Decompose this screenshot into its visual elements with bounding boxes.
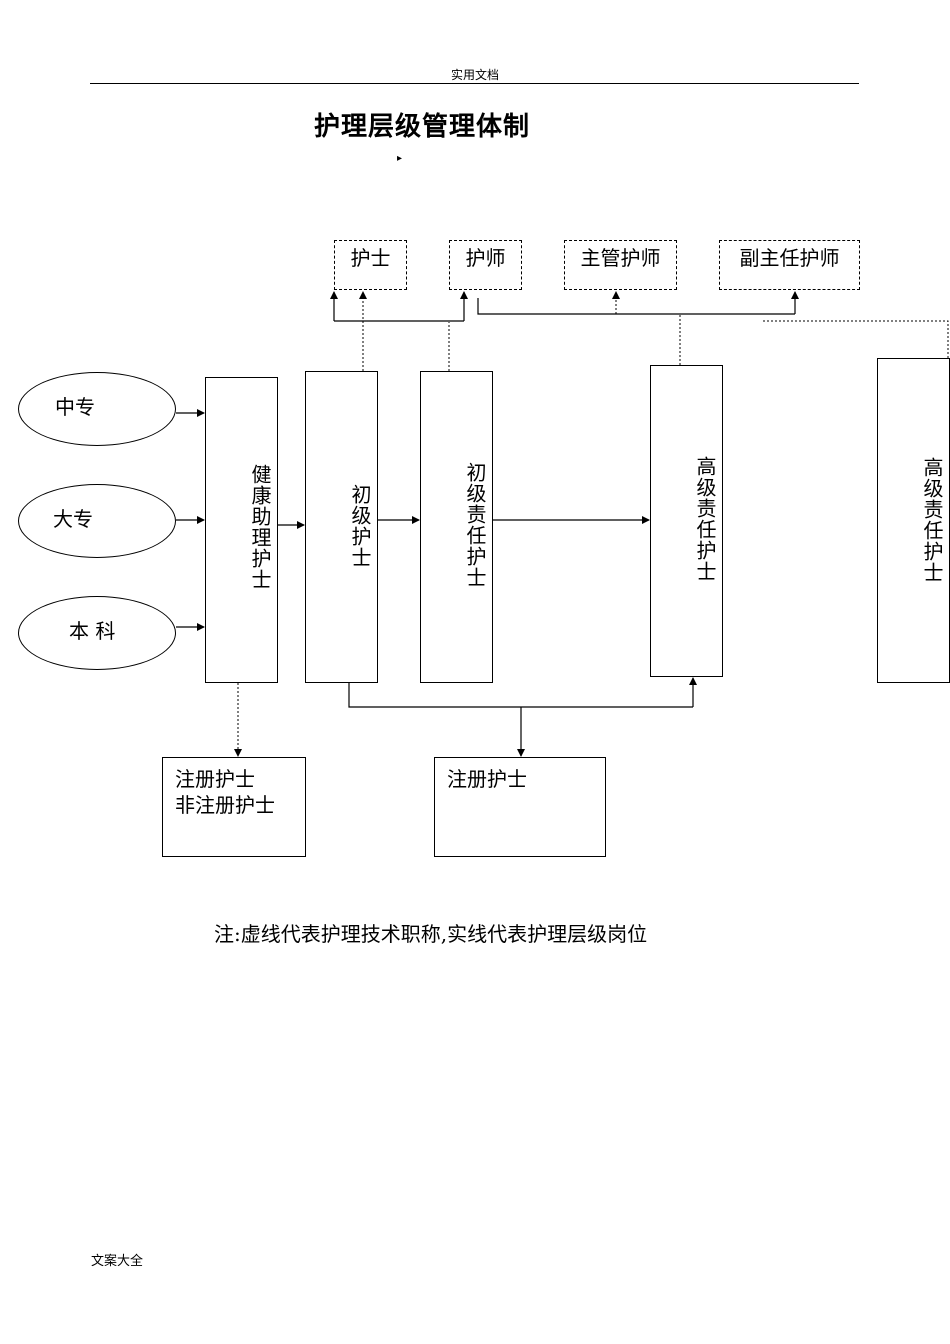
level-label-health-assistant: 健康助理护士 bbox=[248, 464, 272, 590]
dotted-extra-box bbox=[763, 320, 949, 358]
source-label-bachelor: 本 科 bbox=[69, 619, 116, 643]
title-label-nurse: 护士 bbox=[350, 246, 391, 270]
marker-icon: ▸ bbox=[397, 153, 403, 164]
title-box-nurse: 护士 bbox=[334, 240, 407, 290]
level-label-senior-responsible: 高级责任护士 bbox=[693, 456, 717, 582]
header-rule bbox=[90, 83, 859, 84]
title-box-senior-nurse: 护师 bbox=[449, 240, 522, 290]
registration-box-right: 注册护士 bbox=[434, 757, 606, 857]
level-box-junior-responsible: 初级责任护士 bbox=[420, 371, 493, 683]
level-label-junior-nurse: 初级护士 bbox=[348, 484, 372, 568]
source-label-junior-college: 大专 bbox=[53, 507, 93, 531]
line-to-associate-chief bbox=[477, 298, 795, 315]
unregistered-nurse-label: 非注册护士 bbox=[175, 793, 275, 817]
level-box-health-assistant: 健康助理护士 bbox=[205, 377, 278, 683]
ellipse-secondary-school: 中专 bbox=[18, 372, 176, 446]
page-footer: 文案大全 bbox=[91, 1254, 144, 1269]
title-box-charge-nurse: 主管护师 bbox=[564, 240, 677, 290]
level-box-senior-responsible: 高级责任护士 bbox=[650, 365, 723, 677]
title-box-associate-chief-nurse: 副主任护师 bbox=[719, 240, 860, 290]
registration-box-left: 注册护士 非注册护士 bbox=[162, 757, 306, 857]
title-label-associate-chief-nurse: 副主任护师 bbox=[739, 246, 840, 270]
title-label-charge-nurse: 主管护师 bbox=[580, 246, 661, 270]
legend-note: 注:虚线代表护理技术职称,实线代表护理层级岗位 bbox=[214, 922, 648, 946]
level-label-senior-responsible-extra: 高级责任护士 bbox=[920, 457, 944, 583]
page-header: 实用文档 bbox=[450, 68, 499, 82]
level-box-junior-nurse: 初级护士 bbox=[305, 371, 378, 683]
registered-nurse-label: 注册护士 bbox=[175, 767, 255, 791]
registered-nurse-label-right: 注册护士 bbox=[447, 767, 527, 791]
level-label-junior-responsible: 初级责任护士 bbox=[463, 462, 487, 588]
ellipse-junior-college: 大专 bbox=[18, 484, 176, 558]
diagram-title: 护理层级管理体制 bbox=[314, 112, 531, 142]
source-label-secondary-school: 中专 bbox=[55, 395, 95, 419]
ellipse-bachelor: 本 科 bbox=[18, 596, 176, 670]
bracket-bottom bbox=[348, 683, 693, 708]
title-label-senior-nurse: 护师 bbox=[465, 246, 506, 270]
